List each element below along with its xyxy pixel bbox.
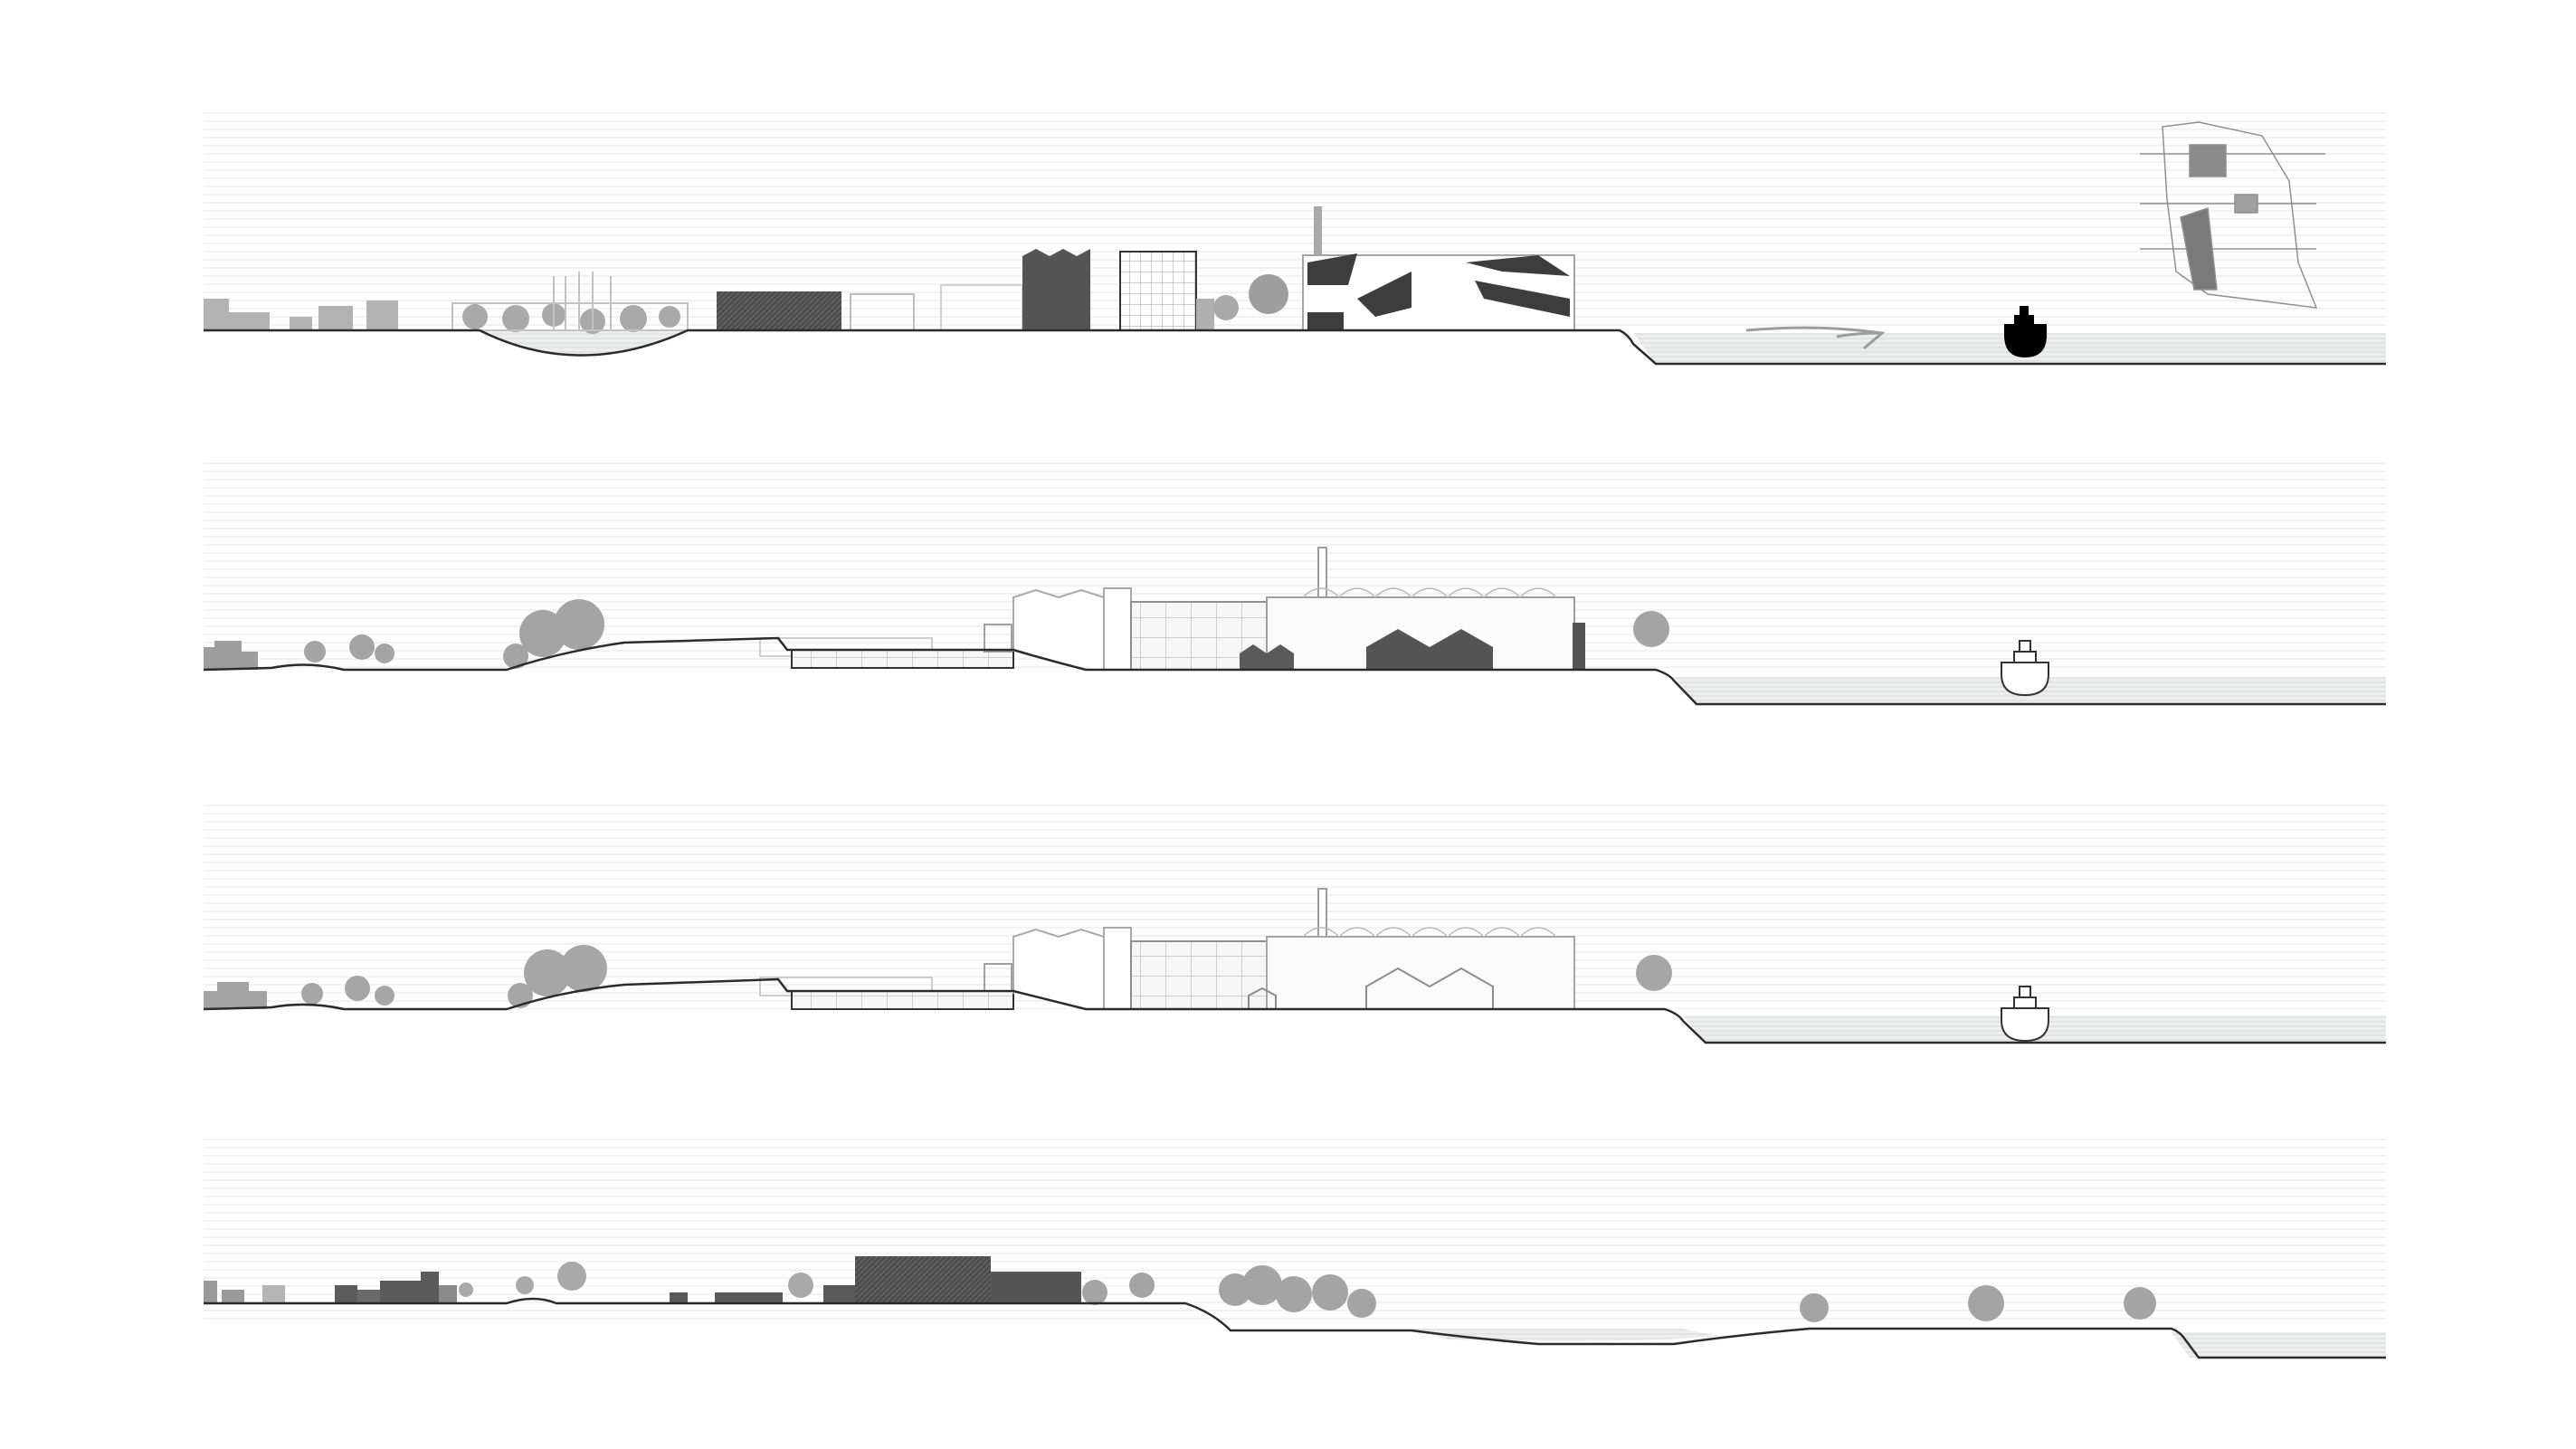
building-cluster-left bbox=[204, 299, 398, 330]
pond bbox=[1412, 1329, 1737, 1341]
tree-icon bbox=[304, 641, 326, 663]
tree-icon bbox=[462, 304, 488, 329]
section-panel-3 bbox=[203, 801, 2386, 1044]
tree-icon bbox=[1129, 1273, 1155, 1298]
tree-icon bbox=[524, 949, 571, 996]
building-dark bbox=[670, 1292, 688, 1303]
sunken-hall bbox=[791, 990, 1014, 1010]
glass-block bbox=[1130, 940, 1268, 1010]
tree-icon bbox=[1800, 1293, 1829, 1322]
factory-hall bbox=[1266, 936, 1575, 1010]
tree-icon bbox=[1242, 1265, 1282, 1305]
building-cluster-left bbox=[204, 1272, 457, 1303]
tree-icon bbox=[345, 976, 370, 1001]
tree-group bbox=[462, 303, 680, 334]
tree-icon bbox=[560, 945, 607, 992]
tree-icon bbox=[349, 634, 375, 660]
tree-icon bbox=[1347, 1289, 1376, 1318]
ship-icon bbox=[2001, 640, 2049, 697]
building-dark bbox=[715, 1292, 783, 1303]
tree-icon bbox=[459, 1282, 473, 1297]
sky-band bbox=[204, 109, 2386, 330]
section-panel-2 bbox=[203, 457, 2386, 706]
tree-icon bbox=[1213, 295, 1239, 320]
tree-group bbox=[304, 599, 604, 669]
chimney bbox=[1317, 547, 1327, 598]
ground-line bbox=[204, 329, 2386, 366]
water-body bbox=[2172, 1332, 2386, 1358]
section-panel-1 bbox=[204, 109, 2386, 366]
tree-icon bbox=[1276, 1276, 1312, 1312]
tree-icon bbox=[1968, 1285, 2004, 1321]
tree-icon bbox=[375, 643, 394, 663]
tree-group bbox=[459, 1262, 813, 1298]
tree-icon bbox=[502, 305, 529, 332]
ground-line bbox=[203, 977, 2386, 1044]
tree-group bbox=[1082, 1265, 2156, 1322]
light-frames bbox=[452, 272, 689, 331]
tree-icon bbox=[659, 306, 680, 328]
building-dark-long bbox=[717, 291, 841, 330]
office-block bbox=[1119, 251, 1197, 331]
ground-line bbox=[203, 636, 2386, 706]
silo-tower bbox=[1022, 249, 1090, 330]
chimney bbox=[1317, 888, 1327, 939]
pavilion bbox=[984, 624, 1012, 653]
chimney bbox=[1314, 206, 1322, 256]
ground-line bbox=[204, 1297, 2386, 1359]
roof-sawtooth bbox=[1302, 927, 1557, 939]
tree-icon bbox=[1636, 955, 1672, 991]
tower-dark bbox=[1573, 623, 1585, 670]
light-gable bbox=[1248, 987, 1277, 1009]
factory-voids bbox=[1307, 253, 1570, 330]
tree-group bbox=[301, 945, 607, 1008]
tree-icon bbox=[788, 1273, 813, 1298]
tree-icon bbox=[1312, 1274, 1348, 1311]
dark-gable bbox=[1240, 644, 1294, 670]
roof-sawtooth bbox=[1302, 587, 1557, 599]
tree-icon bbox=[375, 986, 394, 1006]
sunken-hall bbox=[791, 649, 1014, 669]
ship-icon bbox=[2001, 986, 2049, 1043]
tree-icon bbox=[1633, 611, 1669, 647]
tree-icon bbox=[1082, 1280, 1107, 1305]
section-panel-4 bbox=[204, 1136, 2386, 1359]
tree-icon bbox=[554, 599, 604, 650]
tree-icon bbox=[620, 305, 647, 332]
key-plan-map-icon bbox=[2140, 121, 2325, 309]
tree-icon bbox=[2124, 1287, 2156, 1320]
industrial-block bbox=[823, 1256, 1081, 1303]
building-cluster-left bbox=[204, 982, 267, 1009]
tree-icon bbox=[301, 983, 323, 1005]
building-cluster-left bbox=[204, 641, 258, 670]
dark-gable bbox=[1366, 629, 1493, 670]
tree-icon bbox=[557, 1262, 586, 1291]
tree-icon bbox=[516, 1276, 534, 1294]
tree-icon bbox=[1249, 274, 1288, 314]
tree-icon bbox=[503, 643, 528, 669]
bridge bbox=[1745, 326, 1886, 350]
annex bbox=[1196, 299, 1214, 330]
light-gable bbox=[1365, 967, 1494, 1009]
silo-complex bbox=[1012, 587, 1132, 671]
ship-icon bbox=[2004, 306, 2047, 357]
